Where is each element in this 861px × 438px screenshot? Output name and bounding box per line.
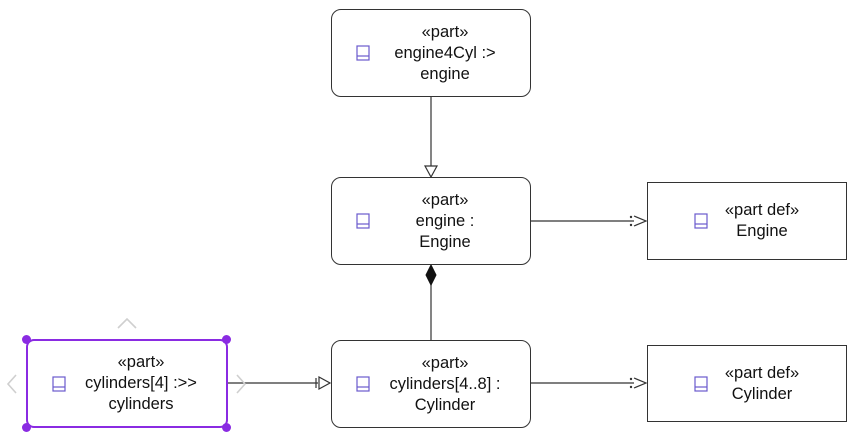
part-node-engine[interactable]: «part» engine : Engine xyxy=(331,177,531,265)
part-icon xyxy=(52,375,66,392)
node-label: «part» cylinders[4..8] : Cylinder xyxy=(332,353,530,416)
node-type: Engine xyxy=(419,232,471,251)
resize-handle-bottom-right[interactable] xyxy=(222,423,231,432)
node-name: engine : xyxy=(415,211,475,230)
part-icon xyxy=(356,45,370,61)
node-label: «part» engine : Engine xyxy=(332,190,530,253)
stereotype: «part» xyxy=(421,353,469,372)
resize-handle-top-left[interactable] xyxy=(22,335,31,344)
chevron-icon[interactable] xyxy=(117,317,137,329)
edge-redefinition xyxy=(228,375,332,391)
part-node-cylinders[interactable]: «part» cylinders[4..8] : Cylinder xyxy=(331,340,531,428)
node-type: engine xyxy=(420,64,470,83)
edge-defined-by-engine xyxy=(531,215,648,227)
stereotype: «part» xyxy=(421,190,469,209)
node-label: «part» engine4Cyl :> engine xyxy=(332,22,530,85)
part-icon xyxy=(694,213,708,229)
part-icon xyxy=(356,213,370,229)
part-def-node-cylinder[interactable]: «part def» Cylinder xyxy=(647,345,847,422)
chevron-icon[interactable] xyxy=(6,374,17,394)
node-label: «part def» Cylinder xyxy=(648,363,846,405)
stereotype: «part» xyxy=(421,22,469,41)
node-name: Engine xyxy=(736,222,788,240)
edge-defined-by-cylinder xyxy=(531,377,648,389)
stereotype: «part» xyxy=(117,353,165,371)
node-label: «part» cylinders[4] :>> cylinders xyxy=(28,352,226,415)
resize-handle-bottom-left[interactable] xyxy=(22,423,31,432)
edge-subsetting xyxy=(423,96,439,179)
node-label: «part def» Engine xyxy=(648,200,846,242)
node-name: cylinders[4..8] : xyxy=(389,374,501,393)
node-name: Cylinder xyxy=(731,384,793,403)
part-node-cylinders-redefined[interactable]: «part» cylinders[4] :>> cylinders xyxy=(26,339,228,428)
resize-handle-top-right[interactable] xyxy=(222,335,231,344)
part-node-engine4cyl[interactable]: «part» engine4Cyl :> engine xyxy=(331,9,531,97)
stereotype: «part def» xyxy=(724,201,800,219)
edge-composition xyxy=(425,263,437,340)
node-name: engine4Cyl :> xyxy=(394,43,496,62)
part-icon xyxy=(694,375,708,392)
part-def-node-engine[interactable]: «part def» Engine xyxy=(647,182,847,260)
part-icon xyxy=(356,376,370,392)
stereotype: «part def» xyxy=(724,363,800,382)
node-type: Cylinder xyxy=(414,395,476,414)
node-name: cylinders[4] :>> xyxy=(85,374,197,392)
node-type: cylinders xyxy=(108,395,174,413)
chevron-icon[interactable] xyxy=(236,374,247,394)
